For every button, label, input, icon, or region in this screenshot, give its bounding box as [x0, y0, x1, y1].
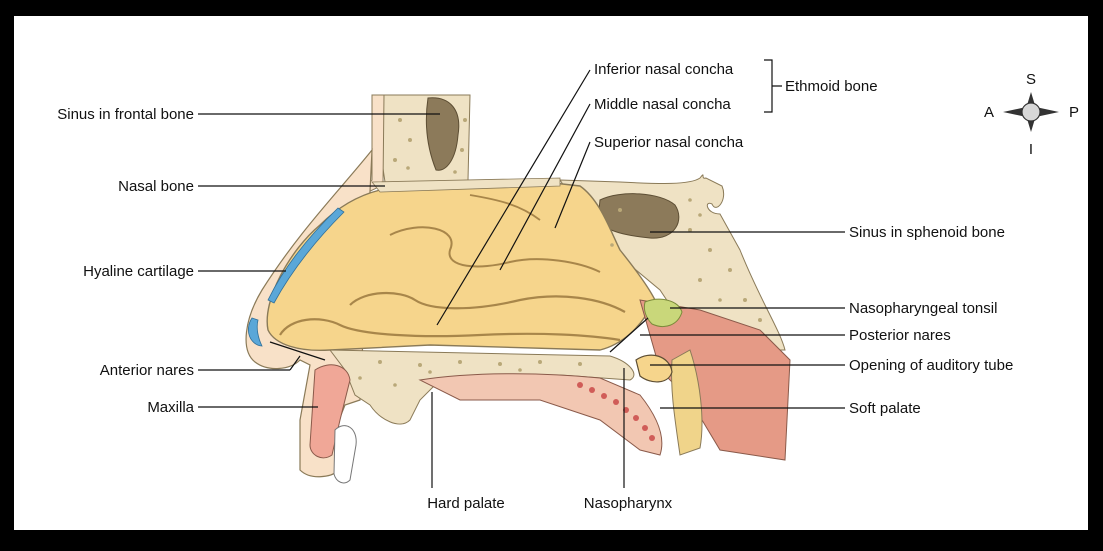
label-auditory-tube: Opening of auditory tube: [849, 357, 1013, 374]
compass-label-p: P: [1069, 104, 1079, 121]
label-sinus-frontal: Sinus in frontal bone: [57, 106, 194, 123]
label-posterior-nares: Posterior nares: [849, 327, 951, 344]
label-anterior-nares: Anterior nares: [100, 362, 194, 379]
label-ethmoid-bone: Ethmoid bone: [785, 78, 878, 95]
label-maxilla: Maxilla: [147, 399, 194, 416]
compass-center: [1022, 103, 1040, 121]
label-nasopharyngeal-tonsil: Nasopharyngeal tonsil: [849, 300, 997, 317]
label-inferior-concha: Inferior nasal concha: [594, 61, 734, 78]
label-soft-palate: Soft palate: [849, 400, 921, 417]
label-middle-concha: Middle nasal concha: [594, 96, 731, 113]
compass-label-s: S: [1026, 71, 1036, 88]
label-nasopharynx: Nasopharynx: [584, 495, 673, 512]
label-sinus-sphenoid: Sinus in sphenoid bone: [849, 224, 1005, 241]
label-hyaline-cartilage: Hyaline cartilage: [83, 263, 194, 280]
compass-label-a: A: [984, 104, 994, 121]
label-nasal-bone: Nasal bone: [118, 178, 194, 195]
compass-label-i: I: [1029, 141, 1033, 158]
label-hard-palate: Hard palate: [427, 495, 505, 512]
label-superior-concha: Superior nasal concha: [594, 134, 744, 151]
